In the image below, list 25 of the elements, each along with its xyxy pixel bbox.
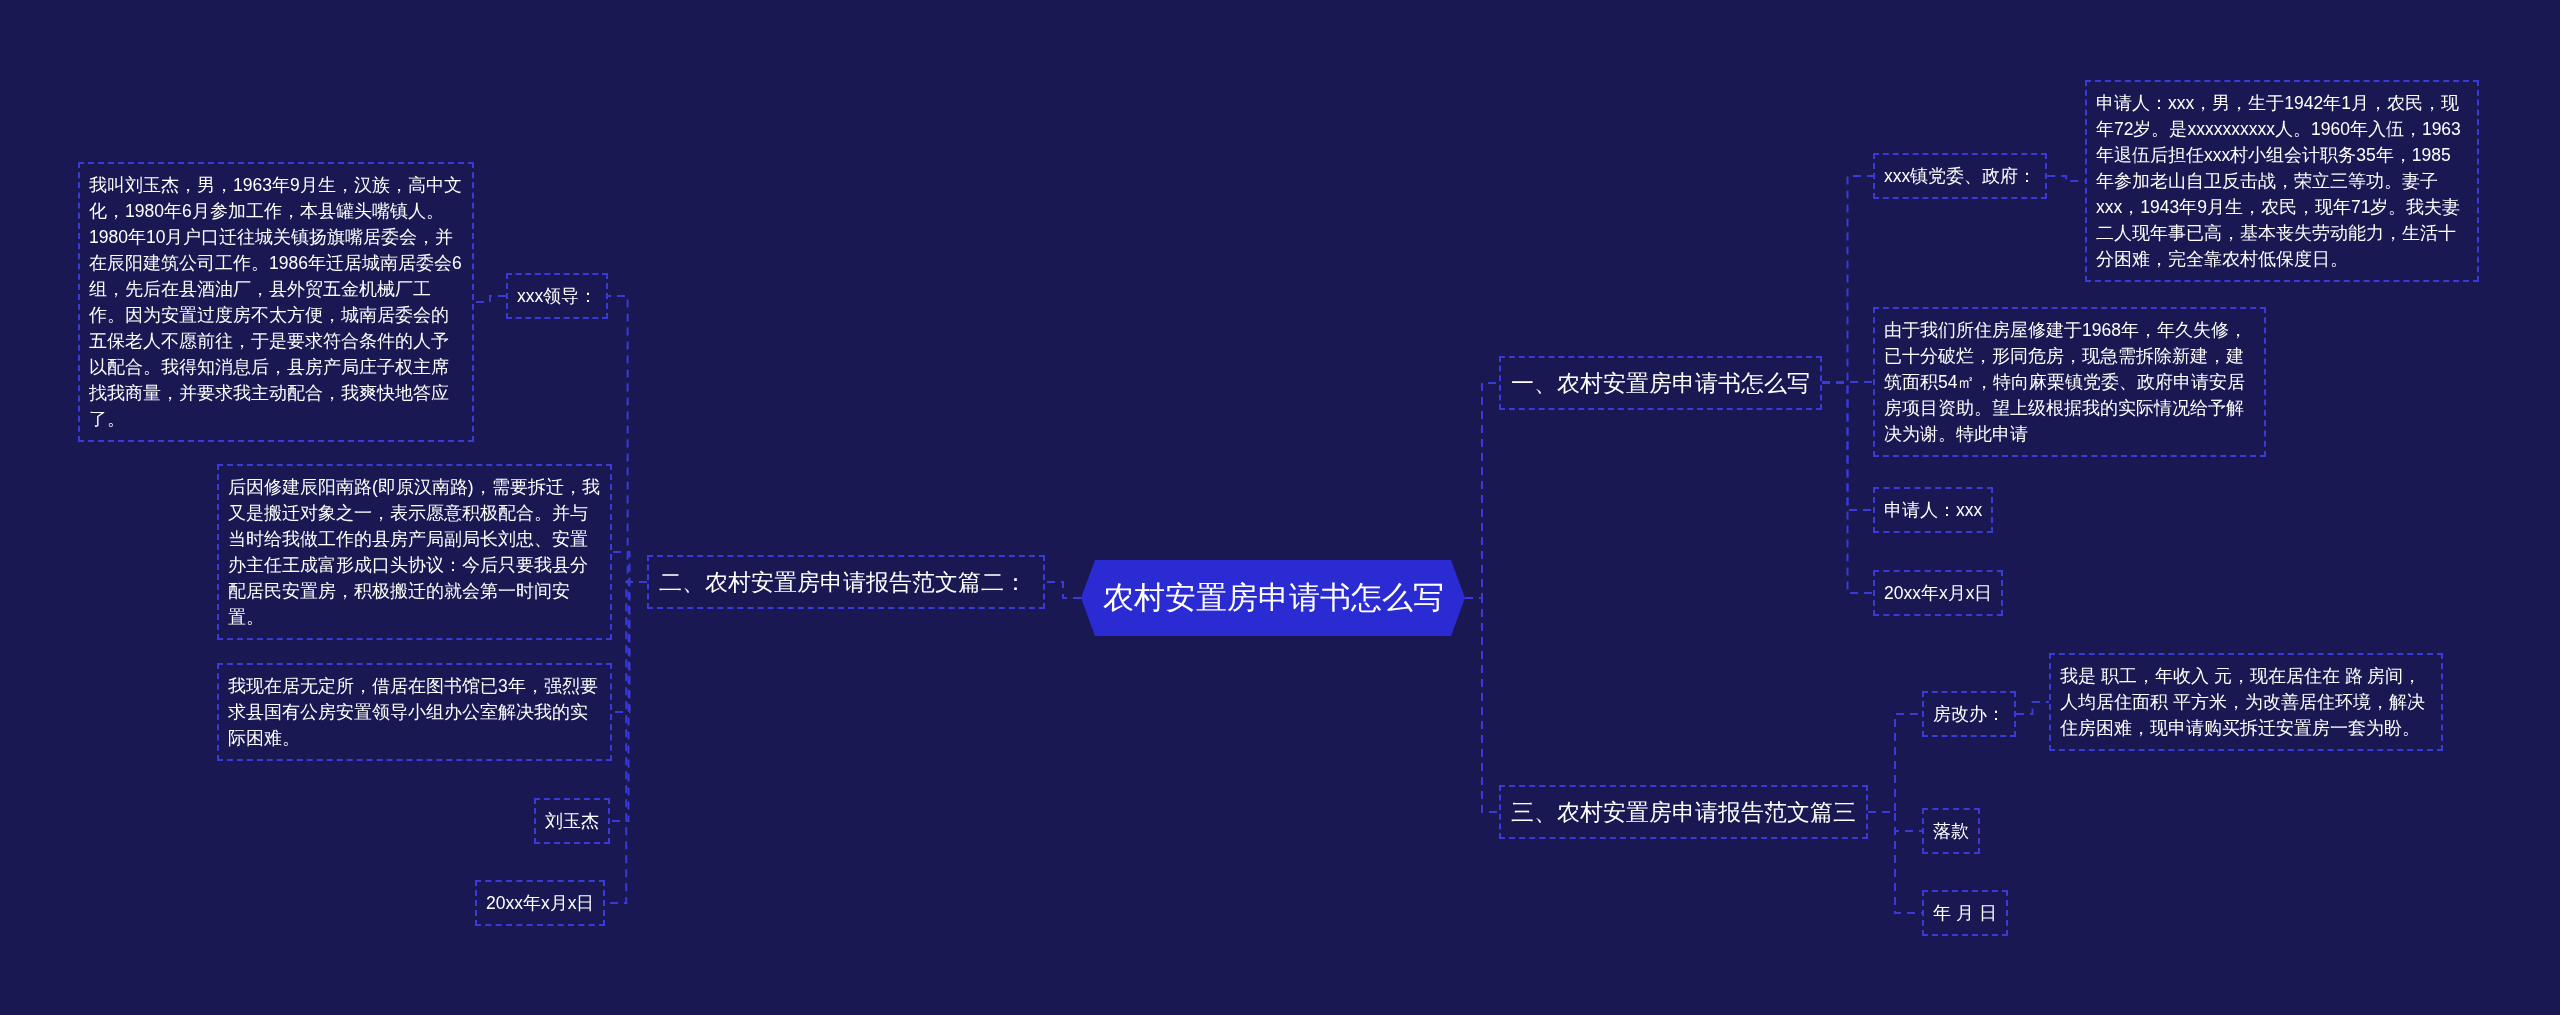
text-box: 我是 职工，年收入 元，现在居住在 路 房间，人均居住面积 平方米，为改善居住环境，解决住房困难，现申请购买拆迁安置房一套为盼。 [2049,653,2443,751]
central-topic: 农村安置房申请书怎么写 [1081,560,1465,636]
connector-line [2015,701,2050,715]
text-box: xxx镇党委、政府： [1873,153,2048,199]
text-box: 申请人：xxx，男，生于1942年1月，农民，现年72岁。是xxxxxxxxxx人。1960年入伍，1963年退伍后担任xxx村小组会计职务35年，1985年参加老山自卫反击战，荣立三等功。妻子xxx，1943年9月生，农民，现年71岁。我夫妻二人现年事已高，基本丧失劳动能力，生活十分困难，完全靠农村低保度日。 [2085,80,2479,282]
text-box: 年 月 日 [1922,890,2008,936]
connector-line [1464,597,1500,813]
connector-line [1044,581,1082,599]
connector-line [1821,382,1874,594]
text-box: 我叫刘玉杰，男，1963年9月生，汉族，高中文化，1980年6月参加工作，本县罐头嘴镇人。1980年10月户口迁往城关镇扬旗嘴居委会，并在辰阳建筑公司工作。1986年迁居城南居委会6组，先后在县酒油厂，县外贸五金机械厂工作。因为安置过度房不太方便，城南居委会的五保老人不愿前往，于是要求符合条件的人予以配合。我得知消息后，县房产局庄子权主席找我商量，并要求我主动配合，我爽快地答应了。 [78,162,474,442]
branch-box: 一、农村安置房申请书怎么写 [1499,356,1822,410]
text-box: 20xx年x月x日 [475,880,606,926]
text-box: 申请人：xxx [1873,487,1994,533]
connector-line [1821,381,1874,383]
text-box: 落款 [1922,808,1980,854]
text-box: 刘玉杰 [534,798,610,844]
branch-box: 二、农村安置房申请报告范文篇二： [647,555,1045,609]
text-box: xxx领导： [506,273,609,319]
branch-box: 三、农村安置房申请报告范文篇三 [1499,785,1868,839]
text-box: 20xx年x月x日 [1873,570,2004,616]
text-box: 房改办： [1922,691,2016,737]
text-box: 后因修建辰阳南路(即原汉南路)，需要拆迁，我又是搬迁对象之一，表示愿意积极配合。并与当时给我做工作的县房产局副局长刘忠、安置办主任王成富形成口头协议：今后只要我县分配居民安置房，积极搬迁的就会第一时间安置。 [217,464,612,640]
text-box: 我现在居无定所，借居在图书馆已3年，强烈要求县国有公房安置领导小组办公室解决我的实际困难。 [217,663,612,761]
text-box: 由于我们所住房屋修建于1968年，年久失修，已十分破烂，形同危房，现急需拆除新建，建筑面积54㎡，特向麻栗镇党委、政府申请安居房项目资助。望上级根据我的实际情况给予解决为谢。特此申请 [1873,307,2266,457]
connector-line [473,295,507,303]
